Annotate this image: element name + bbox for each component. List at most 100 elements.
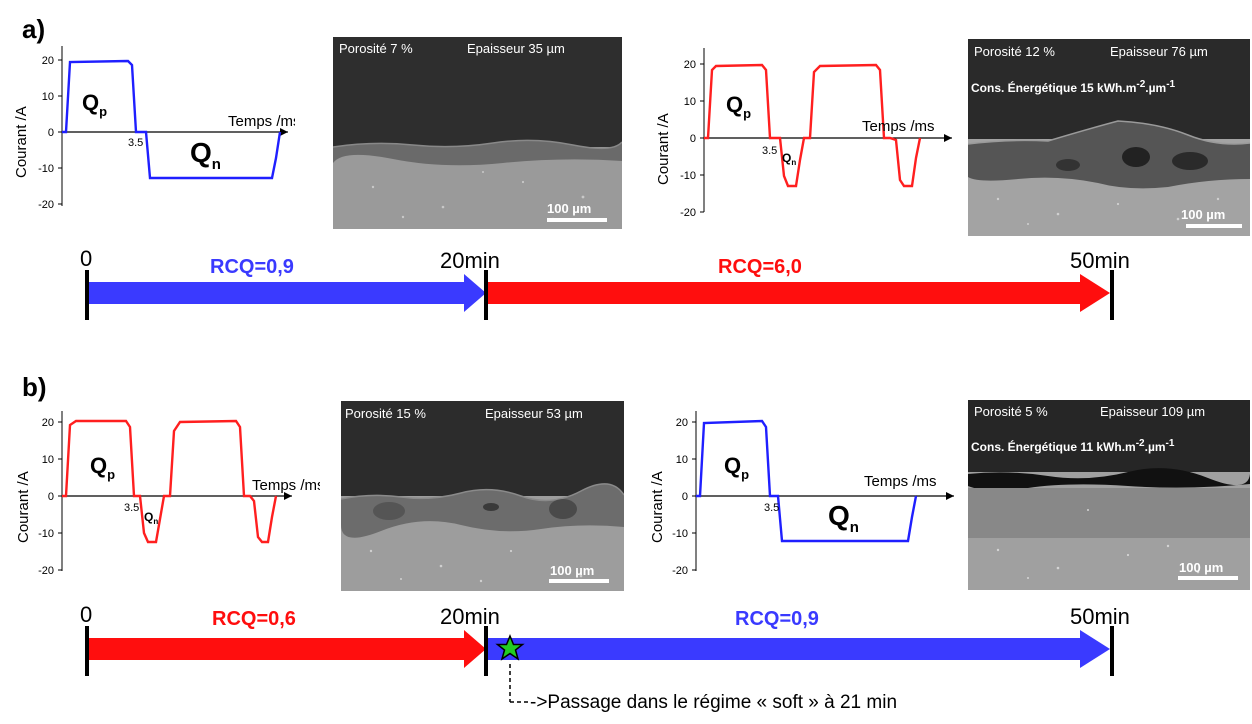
- qn-label: Qn: [144, 510, 158, 526]
- current-trace: [62, 59, 282, 180]
- scale-bar-label: 100 µm: [1179, 560, 1224, 575]
- qp-label: Qp: [90, 453, 115, 482]
- y-tick: 0: [48, 491, 54, 503]
- timeline-tick-mid: [484, 626, 488, 676]
- current-graph-b2: 20 10 0 -10 -20 3.5 Temps /ms Qp Qn Cour…: [646, 405, 961, 583]
- qn-label: Qn: [828, 500, 859, 536]
- x-tick: 3.5: [764, 502, 779, 514]
- sem-image-b2: Porosité 5 % Epaisseur 109 µm Cons. Éner…: [968, 400, 1250, 590]
- panel-label-a: a): [22, 14, 46, 44]
- porosity-label: Porosité 12 %: [974, 44, 1055, 59]
- thickness-label: Epaisseur 35 µm: [467, 41, 565, 56]
- x-axis-label: Temps /ms: [252, 477, 320, 494]
- qp-label: Qp: [726, 92, 751, 121]
- timeline-tick-start: [85, 626, 89, 676]
- regime-change-note: ->Passage dans le régime « soft » à 21 m…: [530, 692, 898, 713]
- thickness-label: Epaisseur 76 µm: [1110, 44, 1208, 59]
- timeline-tick-start: [85, 270, 89, 320]
- y-tick: -20: [38, 565, 54, 577]
- timeline-mid-label: 20min: [440, 604, 500, 629]
- x-tick: 3.5: [124, 502, 139, 514]
- sem-image-a2: Porosité 12 % Epaisseur 76 µm Cons. Éner…: [968, 39, 1250, 236]
- sem-image-b1: Porosité 15 % Epaisseur 53 µm 100 µm: [341, 401, 624, 591]
- rcq-label-second: RCQ=6,0: [718, 256, 802, 278]
- y-tick: 10: [42, 454, 54, 466]
- thickness-label: Epaisseur 53 µm: [485, 406, 583, 421]
- green-star-icon: [495, 634, 525, 661]
- scale-bar-label: 100 µm: [547, 201, 592, 216]
- x-tick: 3.5: [762, 145, 777, 157]
- y-tick: 20: [42, 55, 54, 67]
- rcq-label-first: RCQ=0,9: [210, 256, 294, 278]
- y-axis-label: Courant /A: [649, 471, 666, 543]
- y-tick: -20: [672, 565, 688, 577]
- qn-label: Qn: [782, 151, 796, 167]
- phase-arrow-first: [88, 638, 466, 660]
- y-tick: -10: [680, 170, 696, 182]
- rcq-label-second: RCQ=0,9: [735, 608, 819, 630]
- y-tick: -10: [38, 163, 54, 175]
- timeline-tick-end: [1110, 270, 1114, 320]
- current-graph-a1: 20 10 0 -10 -20 3.5 Temps /ms Qp Qn Cour…: [10, 38, 301, 218]
- x-axis-label: Temps /ms: [862, 118, 935, 135]
- qp-label: Qp: [82, 90, 107, 119]
- scale-bar: [547, 218, 607, 222]
- y-axis-label: Courant /A: [15, 471, 32, 543]
- timeline-b: [85, 626, 1114, 676]
- x-axis-label: Temps /ms: [864, 473, 937, 490]
- y-axis-label: Courant /A: [13, 106, 30, 178]
- y-tick: -20: [38, 199, 54, 211]
- scale-bar: [1186, 224, 1242, 228]
- x-axis-label: Temps /ms: [228, 113, 295, 130]
- energy-consumption-label: Cons. Énergétique 11 kWh.m-2.µm-1: [971, 438, 1175, 454]
- x-tick: 3.5: [128, 137, 143, 149]
- timeline-end-label: 50min: [1070, 604, 1130, 629]
- porosity-label: Porosité 5 %: [974, 404, 1048, 419]
- scale-bar: [1178, 576, 1238, 580]
- sem-image-a1: Porosité 7 % Epaisseur 35 µm 100 µm: [333, 37, 622, 229]
- y-tick: -10: [672, 528, 688, 540]
- timeline-a: [85, 270, 1114, 320]
- timeline-mid-label: 20min: [440, 248, 500, 273]
- porosity-label: Porosité 7 %: [339, 41, 413, 56]
- current-waveform-plot: 20 10 0 -10 -20 3.5 Temps /ms Qp Qn Cour…: [15, 411, 325, 577]
- current-trace: [696, 419, 918, 543]
- timeline-start-label: 0: [80, 246, 93, 271]
- current-trace: [62, 419, 278, 544]
- y-tick: 20: [42, 417, 54, 429]
- current-graph-b1: 20 10 0 -10 -20 3.5 Temps /ms Qp Qn Cour…: [10, 405, 325, 583]
- timeline-tick-mid: [484, 270, 488, 320]
- scale-bar: [549, 579, 609, 583]
- y-tick: 20: [676, 417, 688, 429]
- qp-label: Qp: [724, 453, 749, 482]
- current-waveform-plot: 20 10 0 -10 -20 3.5 Temps /ms Qp Qn Cour…: [655, 48, 952, 219]
- rcq-label-first: RCQ=0,6: [212, 608, 296, 630]
- leader-dashed-arrow: [509, 664, 530, 703]
- current-waveform-plot: 20 10 0 -10 -20 3.5 Temps /ms Qp Qn Cour…: [649, 411, 954, 577]
- y-tick: 10: [684, 96, 696, 108]
- phase-arrow-second: [488, 638, 1082, 660]
- phase-arrow-second: [488, 282, 1082, 304]
- timeline-end-label: 50min: [1070, 248, 1130, 273]
- thickness-label: Epaisseur 109 µm: [1100, 404, 1206, 419]
- scale-bar-label: 100 µm: [550, 563, 595, 578]
- timeline-start-label: 0: [80, 602, 93, 627]
- timeline-tick-end: [1110, 626, 1114, 676]
- y-tick: -10: [38, 528, 54, 540]
- panel-label-b: b): [22, 372, 47, 402]
- current-trace: [704, 63, 922, 188]
- energy-consumption-label: Cons. Énergétique 15 kWh.m-2.µm-1: [971, 79, 1176, 95]
- y-tick: -20: [680, 207, 696, 219]
- y-tick: 20: [684, 59, 696, 71]
- y-tick: 10: [42, 91, 54, 103]
- current-waveform-plot: 20 10 0 -10 -20 3.5 Temps /ms Qp Qn Cour…: [13, 46, 301, 211]
- phase-arrow-first: [88, 282, 466, 304]
- y-axis-label: Courant /A: [655, 113, 672, 185]
- y-tick: 0: [690, 133, 696, 145]
- y-tick: 0: [48, 127, 54, 139]
- porosity-label: Porosité 15 %: [345, 406, 426, 421]
- current-graph-a2: 20 10 0 -10 -20 3.5 Temps /ms Qp Qn Cour…: [650, 40, 960, 220]
- qn-label: Qn: [190, 137, 221, 173]
- y-tick: 10: [676, 454, 688, 466]
- scale-bar-label: 100 µm: [1181, 207, 1226, 222]
